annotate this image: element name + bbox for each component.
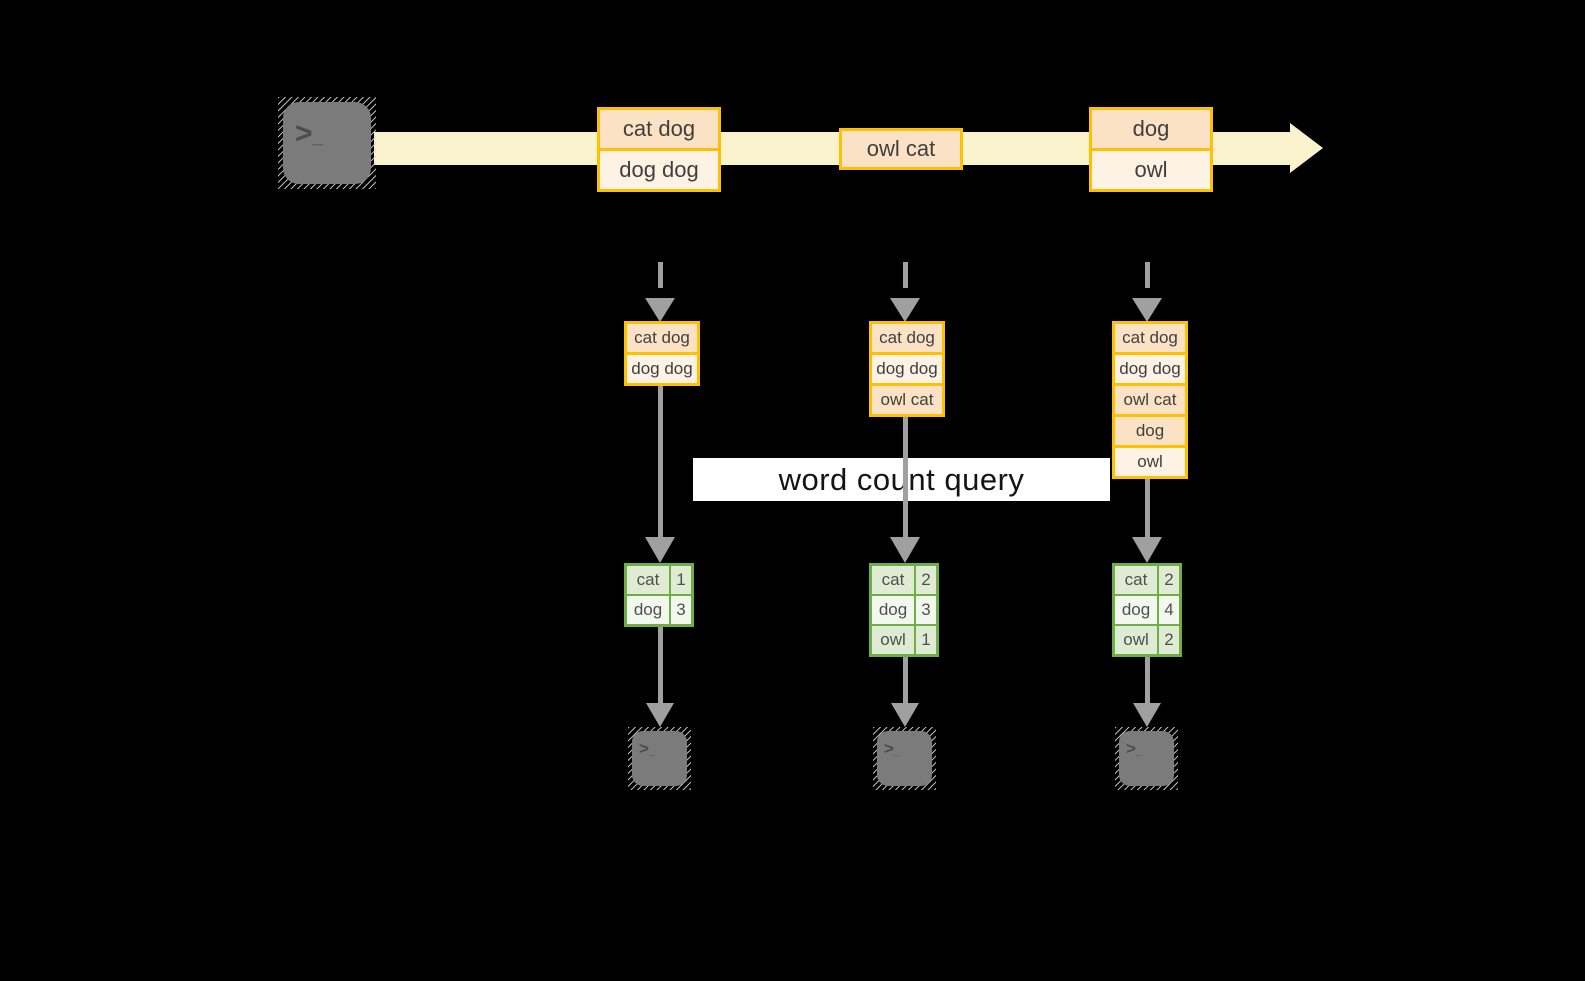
terminal-prompt-glyph: >_ [884,740,900,757]
output-arrowhead-3-icon [1133,703,1161,727]
count-word: owl [1115,626,1157,654]
terminal-prompt-glyph: >_ [639,740,655,757]
record-line: dog [1092,110,1210,148]
dashed-connector-1 [658,262,663,288]
query-connector-3 [1145,479,1150,537]
output-arrowhead-2-icon [891,703,919,727]
state-buffer-1: cat dog dog dog [624,321,700,386]
terminal-prompt-glyph: >_ [295,119,323,149]
stream-timeline-arrowhead-icon [1290,123,1323,173]
stream-record-2: owl cat [839,128,963,170]
output-connector-3 [1145,657,1150,703]
query-connector-1 [658,386,663,537]
prompt-cursor: _ [648,745,655,757]
prompt-cursor: _ [1135,745,1142,757]
buffer-line: dog dog [627,352,697,383]
count-word: dog [1115,596,1157,624]
dashed-arrowhead-2-icon [890,298,920,322]
query-banner: word count query [693,458,1110,501]
buffer-line: owl cat [1115,383,1185,414]
record-line: owl cat [842,131,960,167]
count-value: 2 [1159,566,1179,594]
buffer-line: cat dog [627,324,697,352]
terminal-prompt-glyph: >_ [1126,740,1142,757]
prompt-chevron: > [884,739,894,758]
buffer-line: dog dog [872,352,942,383]
count-value: 1 [671,566,691,594]
count-word: cat [872,566,914,594]
query-arrowhead-2-icon [890,537,920,563]
terminal-screen [877,731,932,786]
prompt-chevron: > [639,739,649,758]
query-banner-label: word count query [778,461,1025,497]
terminal-sink-2-icon: >_ [873,727,936,790]
count-value: 1 [916,626,936,654]
terminal-sink-3-icon: >_ [1115,727,1178,790]
terminal-screen [283,102,371,184]
buffer-line: owl [1115,445,1185,476]
buffer-line: cat dog [872,324,942,352]
count-word: dog [872,596,914,624]
prompt-chevron: > [1126,739,1136,758]
count-table-3: cat 2 dog 4 owl 2 [1112,563,1182,657]
query-arrowhead-3-icon [1132,537,1162,563]
dashed-connector-3 [1145,262,1150,288]
count-word: owl [872,626,914,654]
count-word: cat [627,566,669,594]
count-value: 4 [1159,596,1179,624]
count-value: 3 [916,596,936,624]
record-line: cat dog [600,110,718,148]
output-arrowhead-1-icon [646,703,674,727]
prompt-cursor: _ [312,126,323,147]
record-line: owl [1092,148,1210,189]
count-word: dog [627,596,669,624]
count-value: 3 [671,596,691,624]
prompt-cursor: _ [893,745,900,757]
record-line: dog dog [600,148,718,189]
stream-record-1: cat dog dog dog [597,107,721,192]
output-connector-1 [658,627,663,703]
buffer-line: cat dog [1115,324,1185,352]
terminal-screen [1119,731,1174,786]
count-word: cat [1115,566,1157,594]
terminal-sink-1-icon: >_ [628,727,691,790]
state-buffer-2: cat dog dog dog owl cat [869,321,945,417]
output-connector-2 [903,657,908,703]
query-connector-2 [903,417,908,537]
state-buffer-3: cat dog dog dog owl cat dog owl [1112,321,1188,479]
terminal-source-icon: >_ [278,97,376,189]
dashed-connector-2 [903,262,908,288]
dashed-arrowhead-3-icon [1132,298,1162,322]
count-value: 2 [1159,626,1179,654]
prompt-chevron: > [295,117,313,150]
terminal-screen [632,731,687,786]
stream-record-3: dog owl [1089,107,1213,192]
count-value: 2 [916,566,936,594]
count-table-2: cat 2 dog 3 owl 1 [869,563,939,657]
buffer-line: dog [1115,414,1185,445]
buffer-line: dog dog [1115,352,1185,383]
query-arrowhead-1-icon [645,537,675,563]
dashed-arrowhead-1-icon [645,298,675,322]
buffer-line: owl cat [872,383,942,414]
count-table-1: cat 1 dog 3 [624,563,694,627]
